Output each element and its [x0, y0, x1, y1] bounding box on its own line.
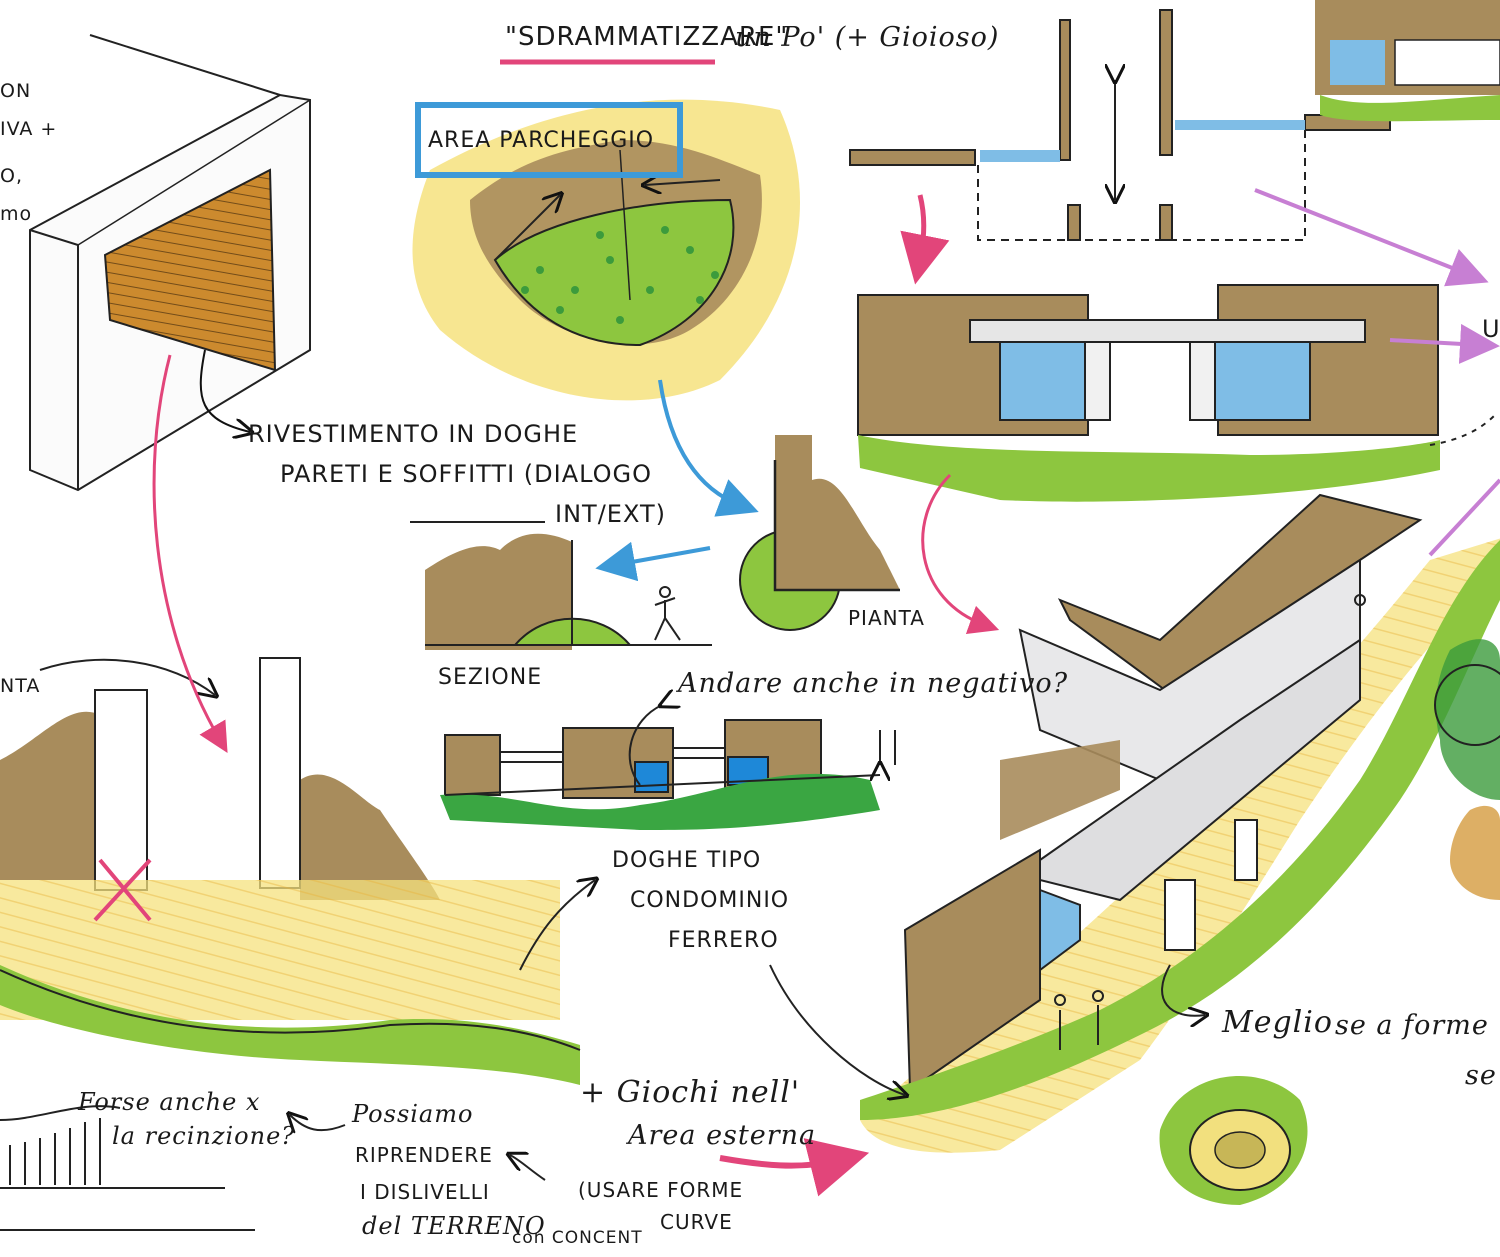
header-title: "SDRAMMATIZZARE" — [505, 22, 789, 52]
parking-area-sketch — [412, 99, 800, 401]
giochi-note-line1: + Giochi nell' — [580, 1075, 801, 1110]
section-diagram-top-right — [849, 0, 1500, 241]
sezione-label: SEZIONE — [438, 665, 543, 690]
area-parcheggio-label: AREA PARCHEGGIO — [428, 128, 655, 153]
possiamo-note-line1: Possiamo — [352, 1100, 474, 1128]
possiamo-note-tail: con CONCENT — [512, 1228, 643, 1248]
left-edge-fragment-1: ON — [0, 80, 32, 102]
doghe-label-line1: DOGHE TIPO — [612, 848, 762, 873]
left-edge-fragment-5: NTA — [0, 675, 41, 697]
wall-cladding-sketch — [29, 34, 311, 492]
connector-arrows — [152, 59, 1500, 1197]
negativo-question: Andare anche in negativo? — [678, 668, 1069, 699]
recinzione-note-line2: la recinzione? — [112, 1122, 296, 1150]
possiamo-note-line3: I DISLIVELLI — [360, 1180, 490, 1204]
negativo-elevation-sketch — [440, 705, 895, 830]
meglio-note: Meglio — [1222, 1005, 1333, 1040]
pianta-sketch — [739, 435, 900, 631]
rivestimento-label-line1: RIVESTIMENTO IN DOGHE — [248, 420, 579, 448]
usare-note-line2: CURVE — [660, 1210, 733, 1234]
pianta-label: PIANTA — [848, 606, 925, 630]
sezione-sketch — [410, 521, 712, 650]
giochi-note-line2: Area esterna — [628, 1120, 817, 1151]
usare-note-line1: (USARE FORME — [578, 1178, 744, 1202]
isometric-building-sketch — [860, 493, 1500, 1153]
elevation-diagram-right — [857, 284, 1496, 502]
rivestimento-label-line2: PARETI E SOFFITTI (DIALOGO — [280, 460, 653, 488]
header-subtitle: un Po' (+ Gioioso) — [735, 22, 1000, 53]
doghe-label-line3: FERRERO — [668, 928, 779, 953]
landscape-elements — [1159, 639, 1500, 1205]
left-edge-fragment-4: mo — [0, 203, 33, 225]
left-edge-fragment-2: IVA + — [0, 118, 58, 140]
recinzione-note-line1: Forse anche x — [78, 1088, 261, 1116]
rivestimento-label-line3: INT/EXT) — [555, 500, 666, 528]
possiamo-note-line2: RIPRENDERE — [355, 1143, 493, 1167]
right-edge-fragment: se — [1465, 1060, 1497, 1091]
meglio-note-tail: se a forme — [1335, 1010, 1489, 1041]
doghe-label-line2: CONDOMINIO — [630, 888, 790, 913]
bottom-left-elevation — [0, 657, 581, 1085]
left-edge-fragment-3: O, — [0, 165, 23, 187]
fence-sketch — [0, 1105, 255, 1231]
right-top-fragment: U — [1482, 315, 1500, 343]
possiamo-note-line4: del TERRENO — [362, 1212, 546, 1240]
